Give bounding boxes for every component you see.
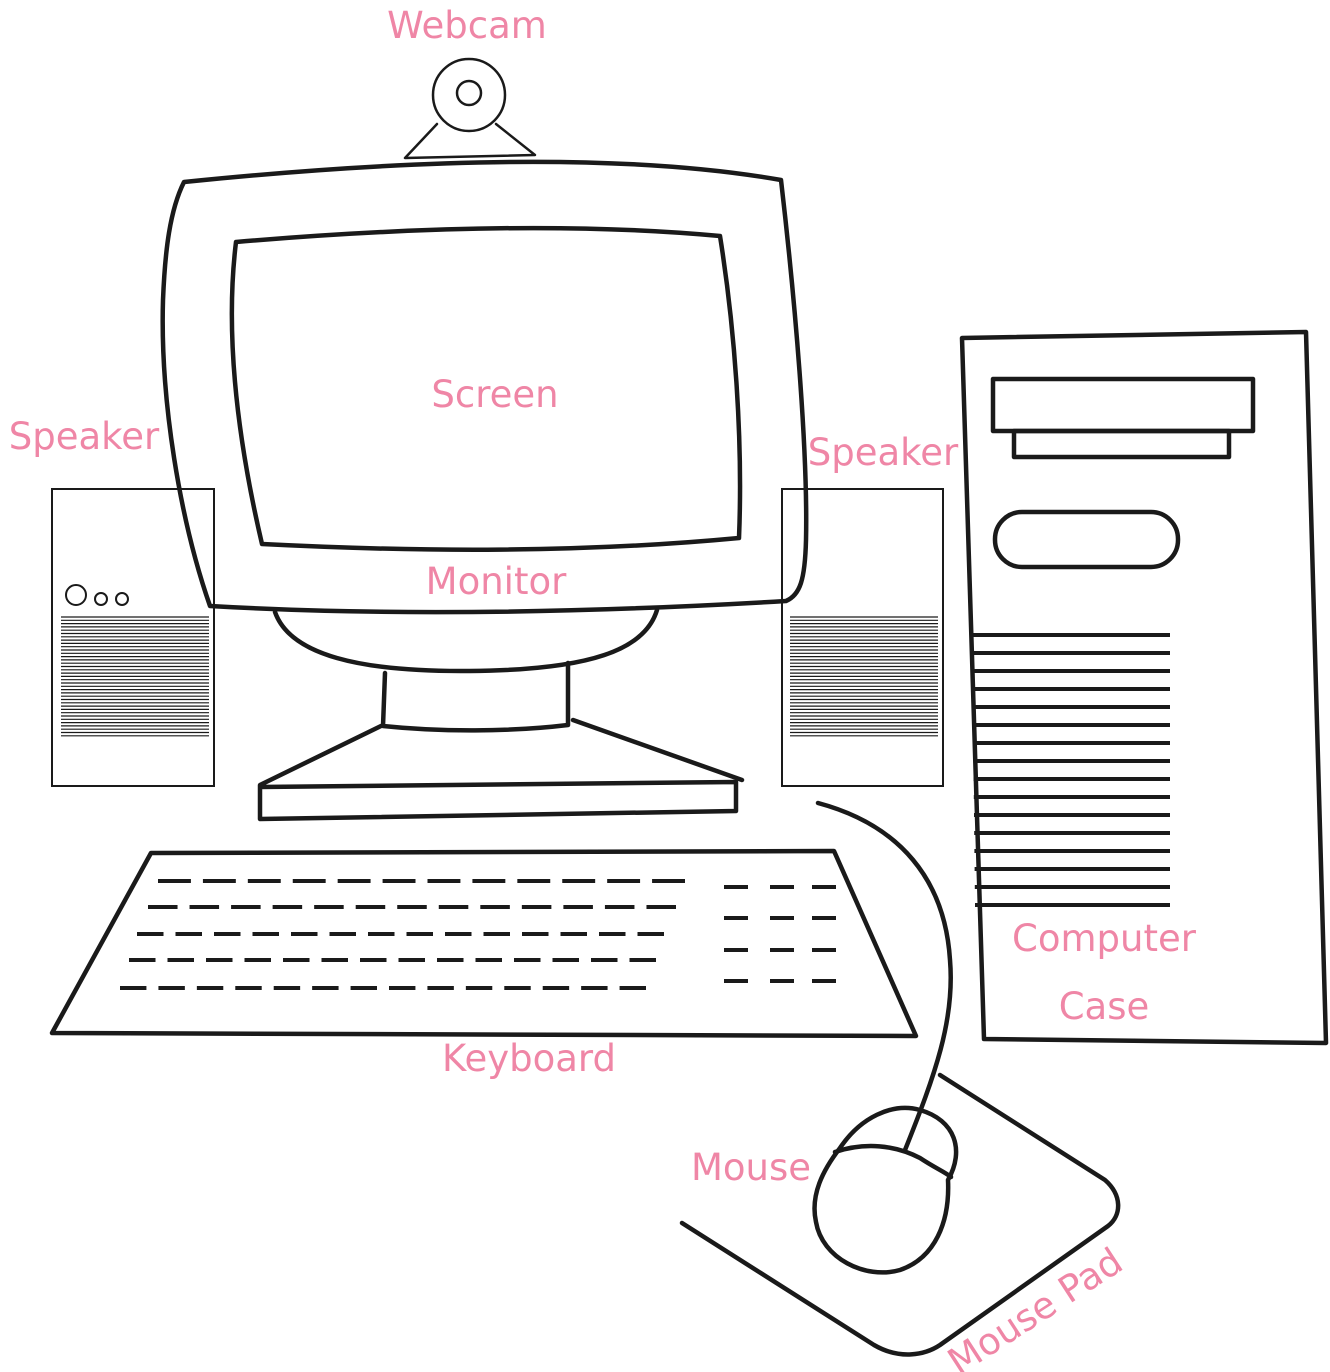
mouse-label: Mouse bbox=[691, 1146, 811, 1189]
left-speaker-buttons bbox=[66, 585, 128, 605]
right-speaker-grille bbox=[790, 617, 938, 736]
speaker-right-label: Speaker bbox=[808, 431, 959, 474]
keyboard-label: Keyboard bbox=[442, 1037, 616, 1080]
monitor-stand bbox=[260, 610, 742, 819]
webcam bbox=[405, 59, 535, 158]
keyboard bbox=[52, 851, 916, 1036]
case-vents bbox=[972, 635, 1170, 905]
left-speaker-grille bbox=[61, 617, 209, 736]
screen-label: Screen bbox=[431, 373, 558, 416]
mouse-pad-label: Mouse Pad bbox=[940, 1239, 1130, 1372]
computer-case-label-line2: Case bbox=[1059, 985, 1150, 1028]
webcam-label: Webcam bbox=[387, 4, 547, 47]
monitor-label: Monitor bbox=[426, 560, 567, 603]
speaker-left-label: Speaker bbox=[9, 415, 160, 458]
keyboard-keys bbox=[120, 881, 836, 988]
drive-tray bbox=[1014, 431, 1229, 457]
computer-case-label-line1: Computer bbox=[1012, 917, 1197, 960]
power-button bbox=[995, 512, 1178, 567]
drive-bay bbox=[993, 379, 1253, 431]
